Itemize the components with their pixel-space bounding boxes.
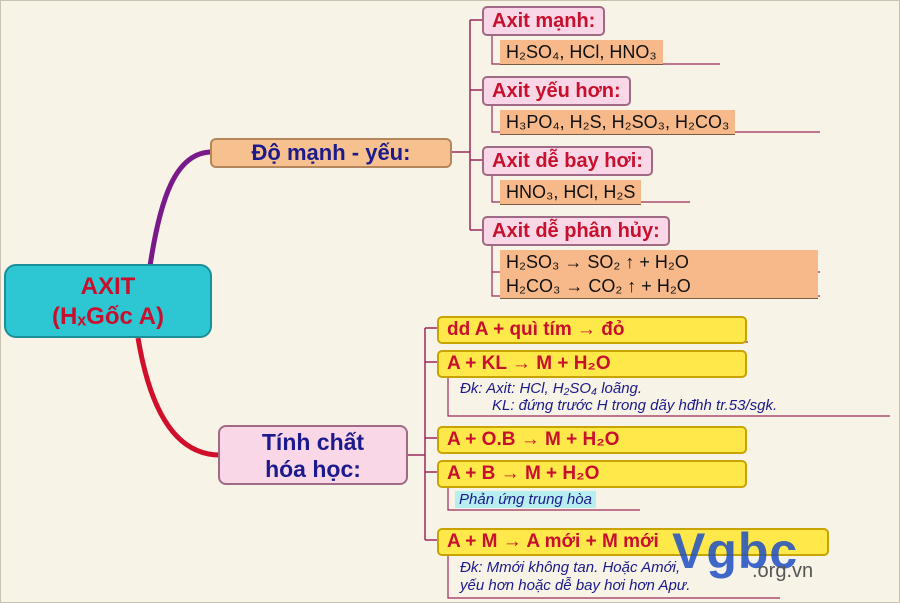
heading-weaker-acid: Axit yếu hơn:	[482, 76, 631, 106]
connector-root-strength	[147, 149, 213, 267]
connector-root-properties	[135, 337, 221, 458]
watermark-domain: .org.vn	[752, 560, 814, 582]
formula-weaker-acid: H₃PO₄, H₂S, H₂SO₃, H₂CO₃	[500, 110, 736, 135]
root-title: AXIT	[80, 273, 136, 300]
formula-decomposable-1: H₂SO₃ → SO₂ ↑ + H₂O	[500, 250, 818, 275]
note-metal-2: KL: đứng trước H trong dãy hđhh tr.53/sg…	[492, 397, 778, 414]
prop-salt: A + M → A mới + M mới	[437, 528, 829, 556]
branch-properties-line2: hóa học:	[265, 456, 361, 482]
prop-metal: A + KL → M + H₂O	[437, 350, 747, 378]
formula-strong-acid: H₂SO₄, HCl, HNO₃	[500, 40, 663, 65]
branch-properties: Tính chất hóa học:	[218, 425, 408, 485]
root-subtitle: (HₓGốc A)	[52, 303, 164, 330]
formula-volatile-acid: HNO₃, HCl, H₂S	[500, 180, 642, 205]
heading-strong-acid: Axit mạnh:	[482, 6, 606, 36]
prop-basic-oxide: A + O.B → M + H₂O	[437, 426, 747, 454]
note-salt-1: Đk: Mmới không tan. Hoặc Amới,	[460, 559, 681, 576]
branch-strength: Độ mạnh - yếu:	[210, 138, 452, 168]
note-salt-2: yếu hơn hoặc dễ bay hơi hơn Apư.	[460, 577, 691, 594]
connector-strength-groups	[452, 19, 482, 231]
watermark-logo: Vgbc	[672, 523, 799, 579]
connector-properties-items	[408, 327, 437, 541]
note-metal-1: Đk: Axit: HCl, H₂SO₄ loãng.	[460, 380, 643, 397]
branch-properties-line1: Tính chất	[261, 429, 365, 455]
note-neutralization: Phản ứng trung hòa	[455, 491, 596, 508]
heading-decomposable-acid: Axit dễ phân hủy:	[482, 216, 670, 246]
connector-group-formulas	[491, 32, 820, 297]
formula-decomposable-2: H₂CO₃ → CO₂ ↑ + H₂O	[500, 274, 818, 299]
heading-volatile-acid: Axit dễ bay hơi:	[482, 146, 653, 176]
prop-litmus: dd A + quì tím → đỏ	[437, 316, 747, 344]
prop-base: A + B → M + H₂O	[437, 460, 747, 488]
root-node-axit: AXIT (HₓGốc A)	[4, 264, 212, 338]
